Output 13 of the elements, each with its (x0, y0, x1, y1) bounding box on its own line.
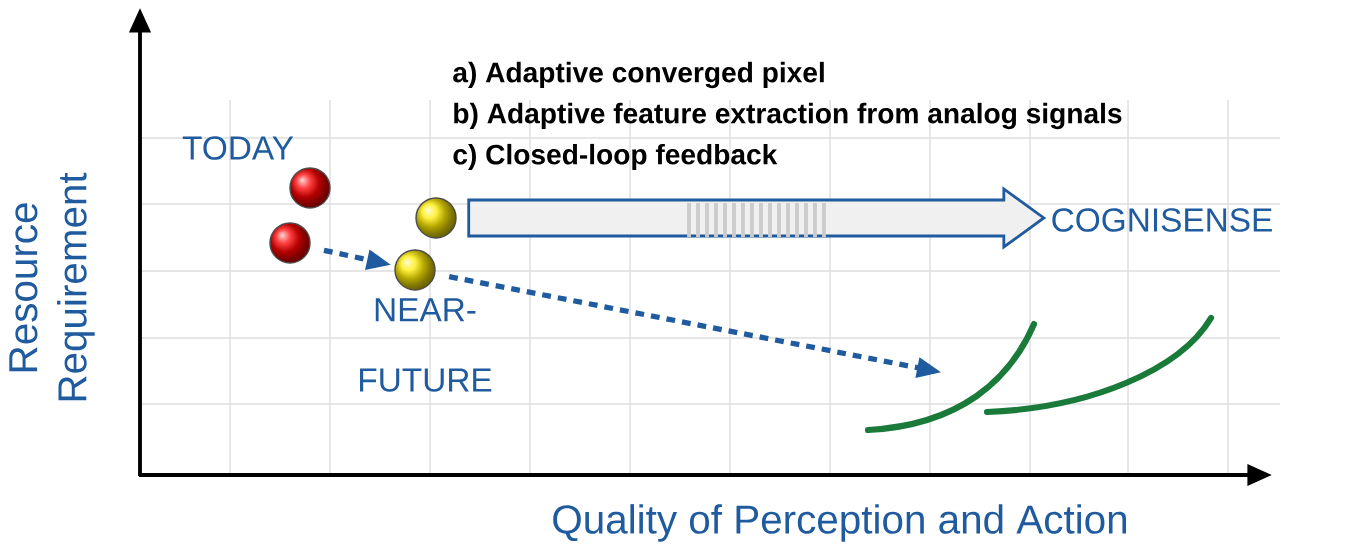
axis-title: Resource Requirement (9, 172, 95, 401)
ball (269, 222, 311, 264)
ball (415, 197, 457, 239)
list-item: b) Adaptive feature extraction from analog signals (454, 102, 1122, 130)
list-item: a) Adaptive converged pixel (453, 61, 824, 89)
axis-title: Quality of Perception and Action (553, 504, 1126, 542)
list-item: c) Closed-loop feedback (453, 143, 778, 171)
time-label: NEAR-FUTURE (360, 298, 492, 392)
ball (289, 167, 331, 209)
ball (394, 249, 436, 291)
project-label: COGNISENSE (1052, 208, 1272, 232)
time-label: TODAY (182, 136, 294, 160)
block-arrow (467, 186, 1047, 250)
